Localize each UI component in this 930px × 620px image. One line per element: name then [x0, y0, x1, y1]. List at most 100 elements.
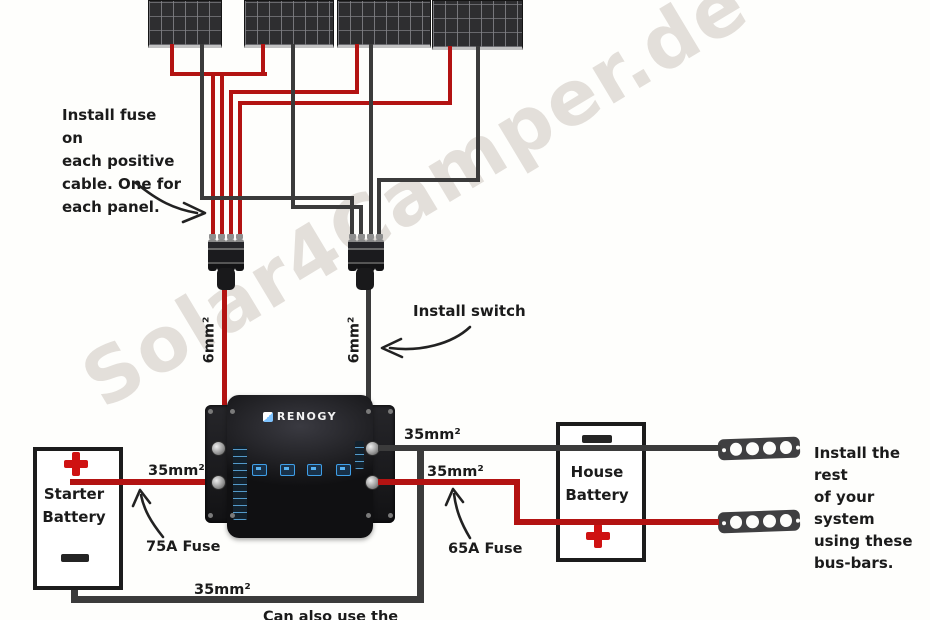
busbar-mount-hole: [796, 445, 801, 450]
fuse-note-arrowhead: [181, 201, 207, 224]
fuse-nut-icon: [209, 234, 216, 239]
pv4-positive-wire: [448, 46, 452, 101]
busbar-stud-hole: [746, 515, 760, 529]
busbar-stud-hole: [746, 442, 760, 456]
house-minus-terminal-icon: [582, 435, 612, 443]
pv-positive-gauge-label: 6mm²: [201, 316, 218, 364]
busbar-note: Install the rest of your system using th…: [814, 442, 924, 574]
branch-connector-negative-icon: [356, 268, 374, 290]
starter-fuse-arrow: [139, 493, 165, 539]
starter-plus-terminal-icon: [64, 452, 88, 476]
screw-icon: [208, 513, 213, 518]
pv-negative-gauge-label: 6mm²: [346, 316, 363, 364]
pv2-positive-wire-drop: [220, 76, 224, 238]
fuse-nut-icon: [227, 234, 234, 239]
mc4-connector-icon-3: [366, 239, 375, 271]
house-battery-line2: Battery: [565, 486, 629, 504]
fuse-note-line1: Install fuse on: [62, 106, 157, 147]
charger-negative-busbar-cable: [378, 445, 721, 451]
solar-indicator-icon: [280, 464, 295, 476]
renogy-logo-icon: [262, 411, 273, 422]
pv4-negative-wire: [476, 46, 480, 178]
busbar-note-line4: bus-bars.: [814, 554, 894, 572]
switch-note: Install switch: [413, 302, 526, 320]
fuse-note-line3: cable. One for: [62, 175, 182, 193]
starter-cable-gauge-label: 35mm²: [148, 463, 205, 479]
solar-panel-3: [337, 0, 431, 48]
mc4-connector-icon-1: [348, 239, 357, 271]
house-plus-terminal-icon: [586, 524, 610, 548]
pv1-positive-wire-drop: [211, 76, 215, 238]
screw-icon: [230, 513, 235, 518]
battery-indicator-icon: [307, 464, 322, 476]
pv1-positive-wire: [170, 44, 174, 72]
pv1-negative-wire-h: [200, 196, 354, 200]
solar-panel-4: [432, 0, 523, 50]
starter-battery-label: Starter Battery: [37, 483, 111, 529]
alternator-indicator-icon: [252, 464, 267, 476]
pv4-positive-wire-h: [238, 101, 452, 105]
solar-panel-1: [148, 0, 222, 48]
branch-connector-positive-icon: [217, 268, 235, 290]
screw-icon: [208, 409, 213, 414]
busbar-note-line3: using these: [814, 532, 913, 550]
renogy-brand-text: RENOGY: [276, 410, 338, 423]
busbar-mount-hole: [721, 447, 726, 452]
busbar-stud-hole: [779, 513, 793, 528]
inline-fuse-icon-4: [235, 239, 244, 271]
pv3-negative-wire: [369, 44, 373, 238]
busbar-stud-hole: [729, 442, 743, 457]
mc4-nut-icon: [358, 234, 365, 239]
house-battery-label: House Battery: [560, 461, 634, 507]
starter-terminal-bolt: [211, 475, 226, 490]
mc4-nut-icon: [367, 234, 374, 239]
starter-fuse-label: 75A Fuse: [146, 539, 221, 555]
fuse-note: Install fuse on each positive cable. One…: [62, 104, 182, 219]
mc4-nut-icon: [376, 234, 383, 239]
house-battery-line1: House: [570, 463, 624, 481]
charger-positive-busbar-cable: [378, 479, 520, 485]
starter-battery-line2: Battery: [42, 508, 106, 526]
pv4-negative-wire-h: [377, 178, 480, 182]
pv4-negative-wire-drop: [377, 182, 381, 238]
pv2-negative-wire-h: [291, 205, 363, 209]
busbar-mount-hole: [796, 518, 801, 523]
house-fuse-label: 65A Fuse: [448, 541, 523, 557]
positive-cable-to-busbar: [514, 519, 719, 525]
pv2-negative-wire-drop: [359, 209, 363, 238]
busbar-note-line2: of your system: [814, 488, 875, 528]
house-fuse-arrowhead: [444, 487, 465, 507]
pv12-positive-wire-h: [170, 72, 267, 76]
screw-icon: [366, 513, 371, 518]
starter-fuse-arrowhead: [131, 488, 152, 508]
solar-panel-2: [244, 0, 334, 48]
starter-battery-line1: Starter: [43, 485, 105, 503]
pv-input-terminal-bolt: [211, 441, 226, 456]
negative-return-riser: [417, 449, 424, 603]
pv3-positive-wire-drop: [229, 94, 233, 238]
pv2-negative-wire: [291, 44, 295, 209]
pv2-positive-wire: [261, 44, 265, 72]
positive-cable-gauge-label: 35mm²: [427, 464, 484, 480]
inline-fuse-icon-2: [217, 239, 226, 271]
pv-negative-trunk-wire: [366, 288, 371, 406]
screw-icon: [366, 409, 371, 414]
inline-fuse-icon-3: [226, 239, 235, 271]
terminal-label-strip-right: [355, 441, 364, 469]
terminal-label-strip-left: [233, 446, 247, 520]
busbar-note-line1: Install the rest: [814, 444, 901, 484]
negative-busbar: [717, 436, 801, 461]
pv1-negative-wire-drop: [350, 200, 354, 238]
screw-icon: [230, 409, 235, 414]
pv3-positive-wire: [355, 44, 359, 90]
fuse-note-line4: each panel.: [62, 198, 160, 216]
busbar-stud-hole: [729, 515, 743, 530]
busbar-stud-hole: [762, 514, 776, 528]
busbar-stud-hole: [779, 440, 793, 455]
starter-positive-cable: [70, 479, 217, 485]
bottom-note-clipped: Can also use the: [263, 609, 399, 620]
charger-logo: RENOGY: [205, 410, 395, 423]
screw-icon: [388, 513, 393, 518]
negative-cable-gauge-label: 35mm²: [404, 427, 461, 443]
